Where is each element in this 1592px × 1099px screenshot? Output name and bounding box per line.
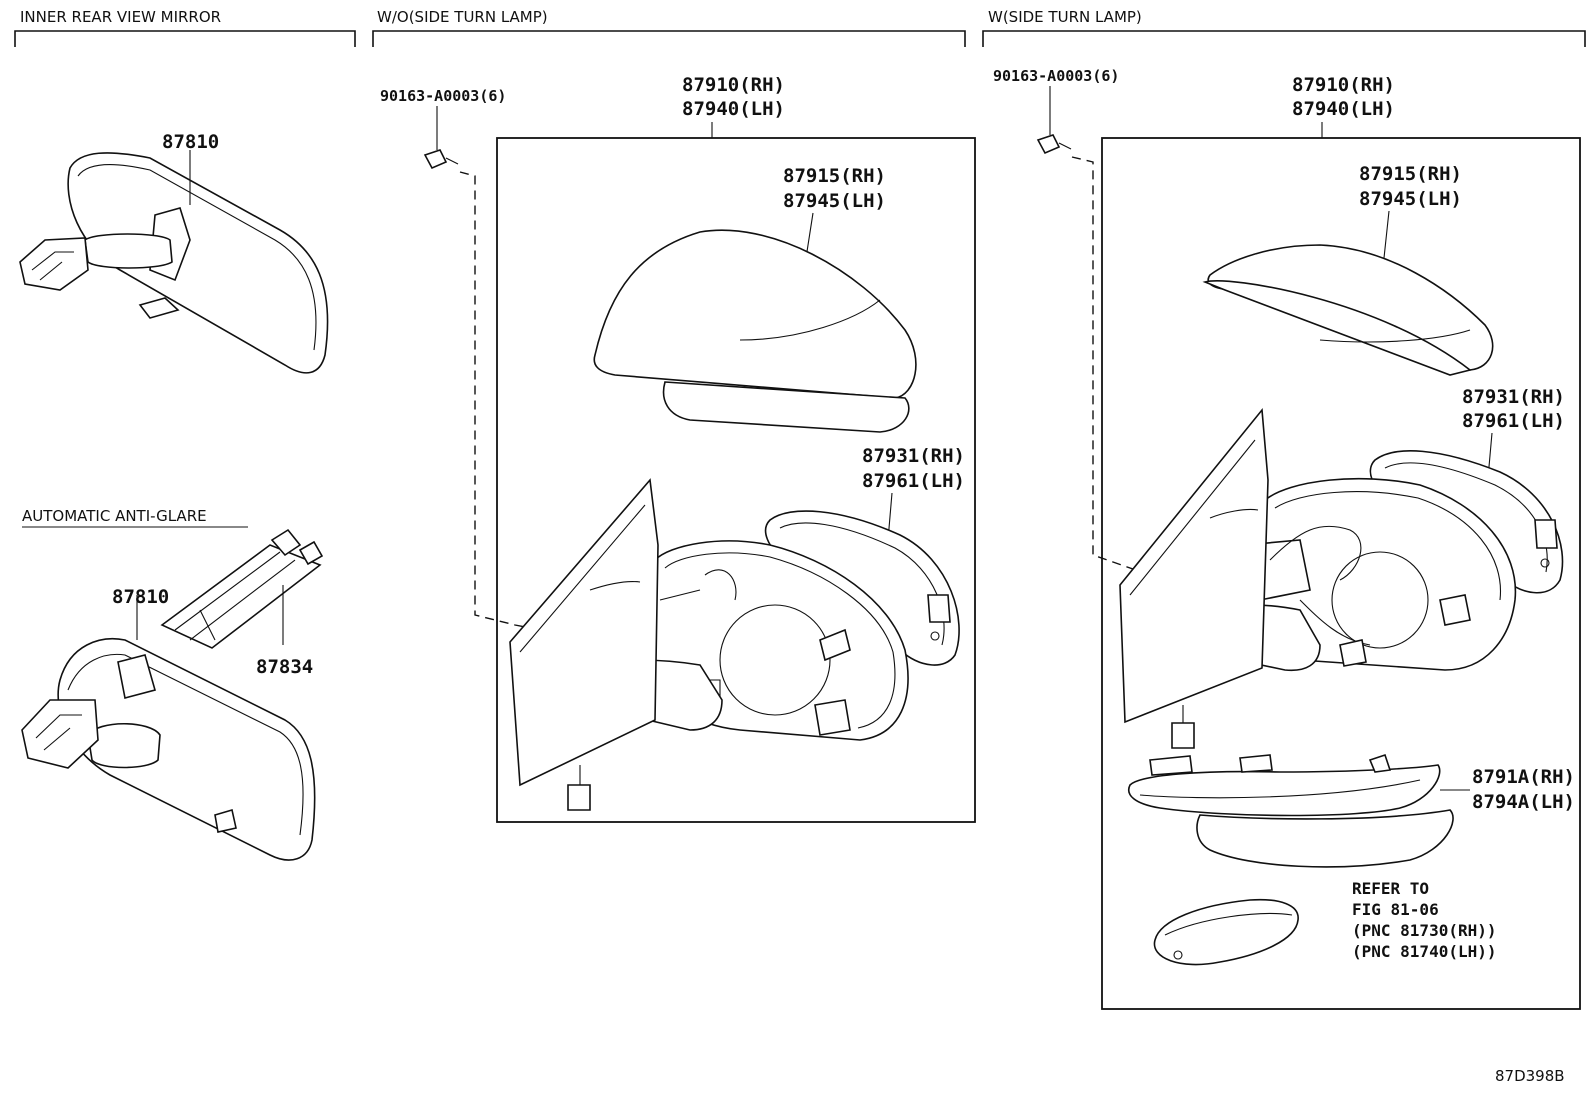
w-cover-pn-rh: 87915(RH) bbox=[1359, 163, 1462, 185]
w-assy-box bbox=[1101, 137, 1581, 1010]
w-assy-pn-rh: 87910(RH) bbox=[1292, 74, 1395, 96]
w-refer-line-1: REFER TO bbox=[1352, 879, 1429, 898]
w-side-turn-lamp-drawing bbox=[1153, 898, 1299, 966]
wo-screw-icon bbox=[423, 149, 459, 170]
section-bracket-inner-mirror bbox=[14, 30, 356, 47]
w-glass-pn-rh: 87931(RH) bbox=[1462, 386, 1565, 408]
section-title-auto-glare: AUTOMATIC ANTI-GLARE bbox=[22, 507, 207, 525]
w-refer-line-2: FIG 81-06 bbox=[1352, 900, 1439, 919]
section-bracket-wo-lamp bbox=[372, 30, 966, 47]
wo-assy-pn-rh: 87910(RH) bbox=[682, 74, 785, 96]
w-assy-pn-lh: 87940(LH) bbox=[1292, 98, 1395, 120]
wo-cover-pn-rh: 87915(RH) bbox=[783, 165, 886, 187]
section-bracket-w-lamp bbox=[982, 30, 1586, 47]
wo-assy-box bbox=[496, 137, 976, 823]
w-lamp-cover-drawing bbox=[1128, 753, 1454, 868]
w-screw-icon bbox=[1036, 134, 1072, 155]
wo-glass-pn-lh: 87961(LH) bbox=[862, 470, 965, 492]
section-title-wo-lamp: W/O(SIDE TURN LAMP) bbox=[377, 8, 548, 26]
wo-assy-pn-lh: 87940(LH) bbox=[682, 98, 785, 120]
w-mirror-body-drawing bbox=[1119, 407, 1564, 749]
wo-mirror-body-drawing bbox=[509, 478, 960, 811]
w-lamp-cover-pn-lh: 8794A(LH) bbox=[1472, 791, 1575, 813]
w-screw-pn: 90163-A0003(6) bbox=[993, 67, 1119, 85]
w-glass-pn-lh: 87961(LH) bbox=[1462, 410, 1565, 432]
inner-mirror-pn: 87810 bbox=[162, 131, 219, 153]
wo-cover-pn-lh: 87945(LH) bbox=[783, 190, 886, 212]
anti-glare-cover-pn: 87834 bbox=[256, 656, 313, 678]
wo-mirror-cover-drawing bbox=[593, 229, 917, 433]
w-lamp-cover-pn-rh: 8791A(RH) bbox=[1472, 766, 1575, 788]
w-refer-line-3: (PNC 81730(RH)) bbox=[1352, 921, 1497, 940]
wo-screw-leader bbox=[459, 171, 591, 641]
anti-glare-mirror-drawing bbox=[21, 528, 324, 861]
w-refer-line-4: (PNC 81740(LH)) bbox=[1352, 942, 1497, 961]
section-title-inner-mirror: INNER REAR VIEW MIRROR bbox=[20, 8, 221, 26]
wo-glass-pn-rh: 87931(RH) bbox=[862, 445, 965, 467]
section-title-w-lamp: W(SIDE TURN LAMP) bbox=[988, 8, 1142, 26]
w-cover-pn-lh: 87945(LH) bbox=[1359, 188, 1462, 210]
anti-glare-mirror-pn: 87810 bbox=[112, 586, 169, 608]
inner-mirror-drawing bbox=[19, 150, 329, 374]
w-mirror-cover-drawing bbox=[1202, 244, 1494, 376]
figure-code: 87D398B bbox=[1495, 1067, 1565, 1085]
wo-screw-pn: 90163-A0003(6) bbox=[380, 87, 506, 105]
